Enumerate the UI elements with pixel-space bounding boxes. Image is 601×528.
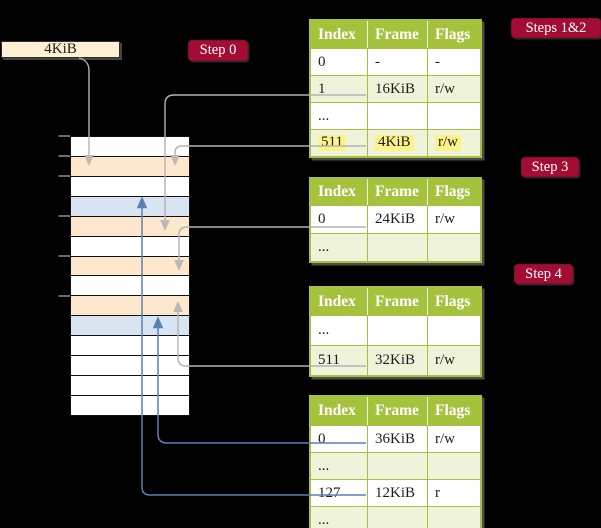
- badge-step-0-label: Step 0: [199, 42, 237, 58]
- table-cell: r/w: [435, 80, 455, 97]
- table-cell: ...: [311, 103, 368, 129]
- column-header-flags: Flags: [435, 183, 471, 200]
- badge-step-4: Step 4: [514, 264, 573, 284]
- highlighted-value: 4KiB: [375, 134, 414, 151]
- table-cell: [428, 453, 480, 479]
- table-cell: [368, 103, 428, 129]
- memory-frame-row-1: [71, 137, 189, 156]
- column-header-index: Index: [311, 179, 368, 205]
- highlighted-value: 511: [318, 134, 346, 151]
- badge-step-3-label: Step 3: [531, 158, 569, 175]
- table-cell: [368, 507, 428, 528]
- column-header-frame: Frame: [368, 21, 428, 48]
- memory-frame-row-4: [71, 195, 189, 216]
- table-row-index-...: ...: [311, 102, 480, 129]
- table-cell: 4KiB: [368, 130, 428, 156]
- table-cell: 16KiB: [368, 76, 428, 102]
- column-header-frame: Frame: [368, 179, 428, 205]
- memory-frame-row-3: [71, 175, 189, 196]
- table-row-index-...: ...: [311, 315, 480, 345]
- table-cell: [428, 234, 480, 261]
- memory-frame-row-7: [71, 255, 189, 276]
- memory-frame-row-9: [71, 295, 189, 316]
- badge-steps-1-2: Steps 1&2: [511, 18, 601, 38]
- badge-step-4-label: Step 4: [525, 265, 562, 282]
- table-cell: [428, 507, 480, 528]
- memory-frame-row-8: [71, 275, 189, 296]
- table-cell: [428, 103, 480, 129]
- table-cell: r/w: [435, 211, 455, 227]
- table-cell: ...: [311, 453, 368, 479]
- table-cell: [368, 453, 428, 479]
- table-cell: 127: [311, 480, 368, 506]
- table-cell: [368, 316, 428, 345]
- table-cell: 24KiB: [368, 206, 428, 233]
- table-cell: r: [435, 484, 440, 501]
- table-cell: ...: [311, 507, 368, 528]
- memory-column: [70, 136, 190, 416]
- memory-frame-row-12: [71, 355, 189, 376]
- table-cell: ...: [311, 316, 368, 345]
- table-cell: 0: [311, 49, 368, 75]
- memory-frame-row-11: [71, 335, 189, 356]
- table-cell: r/w: [435, 352, 455, 368]
- memory-frame-row-14: [71, 394, 189, 415]
- table-cell: -: [435, 53, 440, 70]
- table-cell: 511: [311, 346, 368, 375]
- page-size-label: 4KiB: [44, 41, 77, 57]
- memory-frame-row-6: [71, 235, 189, 256]
- table-row-index-0: 0--: [311, 48, 480, 75]
- table-cell: r/w: [435, 430, 455, 447]
- column-header-frame: Frame: [368, 397, 428, 425]
- memory-frame-row-5: [71, 215, 189, 236]
- table-cell: 0: [311, 206, 368, 233]
- table-cell: 32KiB: [368, 346, 428, 375]
- table-cell: 1: [311, 76, 368, 102]
- badge-step-3: Step 3: [521, 157, 579, 177]
- table-cell: [428, 316, 480, 345]
- table-cell: 0: [311, 426, 368, 452]
- column-header-index: Index: [311, 397, 368, 425]
- badge-step-0: Step 0: [188, 40, 248, 61]
- memory-frame-row-10: [71, 315, 189, 336]
- table-row-index-...: ...: [311, 452, 480, 479]
- table-cell: 511: [311, 130, 368, 156]
- memory-tick-marks: [58, 135, 70, 297]
- highlighted-value: r/w: [435, 134, 461, 151]
- memory-frame-row-2: [71, 155, 189, 176]
- table-cell: -: [368, 49, 428, 75]
- table-row-index-...: ...: [311, 233, 480, 261]
- column-header-frame: Frame: [368, 288, 428, 315]
- table-cell: 36KiB: [368, 426, 428, 452]
- table-row-index-511: 511 4KiB r/w: [311, 129, 480, 156]
- page-size-box: 4KiB: [1, 41, 120, 58]
- table-cell: 12KiB: [368, 480, 428, 506]
- column-header-index: Index: [311, 288, 368, 315]
- badge-steps-1-2-label: Steps 1&2: [525, 19, 587, 36]
- table-row-index-...: ...: [311, 506, 480, 528]
- column-header-flags: Flags: [435, 402, 471, 419]
- column-header-flags: Flags: [435, 292, 471, 310]
- column-header-flags: Flags: [435, 25, 471, 43]
- table-cell: [368, 234, 428, 261]
- column-header-index: Index: [311, 21, 368, 48]
- table-cell: r/w: [428, 130, 480, 156]
- table-cell: ...: [311, 234, 368, 261]
- memory-frame-row-13: [71, 375, 189, 395]
